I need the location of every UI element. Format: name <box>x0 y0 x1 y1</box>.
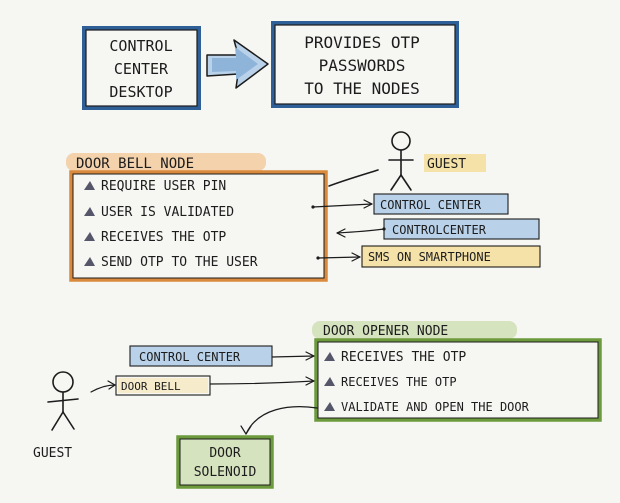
doorbell-item-3: RECEIVES THE OTP <box>101 230 226 245</box>
opener-item-3: VALIDATE AND OPEN THE DOOR <box>341 400 530 414</box>
desktop-line-1: CONTROL <box>109 37 172 55</box>
desktop-line-3: DESKTOP <box>109 83 172 101</box>
guest-stick-figure-icon <box>388 131 486 191</box>
doorbell-arrows <box>311 199 386 262</box>
bullet-triangle-icon <box>324 352 335 361</box>
solenoid-line-2: SOLENOID <box>194 465 257 480</box>
guest-label-top: GUEST <box>427 157 466 172</box>
bullet-triangle-icon <box>84 207 95 216</box>
opener-inputs: CONTROL CENTER DOOR BELL <box>115 345 273 396</box>
provides-otp-box: PROVIDES OTP PASSWORDS TO THE NODES <box>271 21 459 108</box>
otp-line-1: PROVIDES OTP <box>304 33 420 52</box>
opener-item-1: RECEIVES THE OTP <box>341 350 466 365</box>
doorbell-tags: CONTROL CENTER CONTROLCENTER SMS ON SMAR… <box>361 193 541 268</box>
door-solenoid-box: DOOR SOLENOID <box>176 406 318 489</box>
bullet-triangle-icon <box>84 232 95 241</box>
control-center-desktop-box: CONTROL CENTER DESKTOP <box>82 26 201 110</box>
opener-item-2: RECEIVES THE OTP <box>341 375 457 389</box>
doorbell-title: DOOR BELL NODE <box>76 156 194 172</box>
doorbell-node: DOOR BELL NODE REQUIRE USER PIN USER IS … <box>66 153 328 282</box>
otp-line-3: TO THE NODES <box>304 79 420 98</box>
input-door-bell: DOOR BELL <box>121 380 181 393</box>
tag-control-center-1: CONTROL CENTER <box>380 198 482 212</box>
bullet-triangle-icon <box>84 181 95 190</box>
guest-connector <box>328 169 379 187</box>
guest-stick-figure-bottom-icon <box>47 371 79 431</box>
bullet-triangle-icon <box>84 257 95 266</box>
desktop-line-2: CENTER <box>114 60 169 78</box>
bullet-triangle-icon <box>324 402 335 411</box>
tag-sms: SMS ON SMARTPHONE <box>368 250 491 264</box>
opener-title: DOOR OPENER NODE <box>323 324 448 339</box>
doorbell-item-4: SEND OTP TO THE USER <box>101 255 258 270</box>
solenoid-line-1: DOOR <box>209 446 240 461</box>
guest-label-bottom: GUEST <box>33 446 72 461</box>
bullet-triangle-icon <box>324 377 335 386</box>
opener-arrows <box>90 351 315 393</box>
doorbell-item-1: REQUIRE USER PIN <box>101 179 226 194</box>
big-arrow <box>206 39 269 89</box>
doorbell-item-2: USER IS VALIDATED <box>101 205 234 220</box>
otp-line-2: PASSWORDS <box>319 56 406 75</box>
input-control-center: CONTROL CENTER <box>139 350 241 364</box>
door-opener-node: DOOR OPENER NODE RECEIVES THE OTP RECEIV… <box>312 321 602 422</box>
tag-control-center-2: CONTROLCENTER <box>392 223 487 237</box>
